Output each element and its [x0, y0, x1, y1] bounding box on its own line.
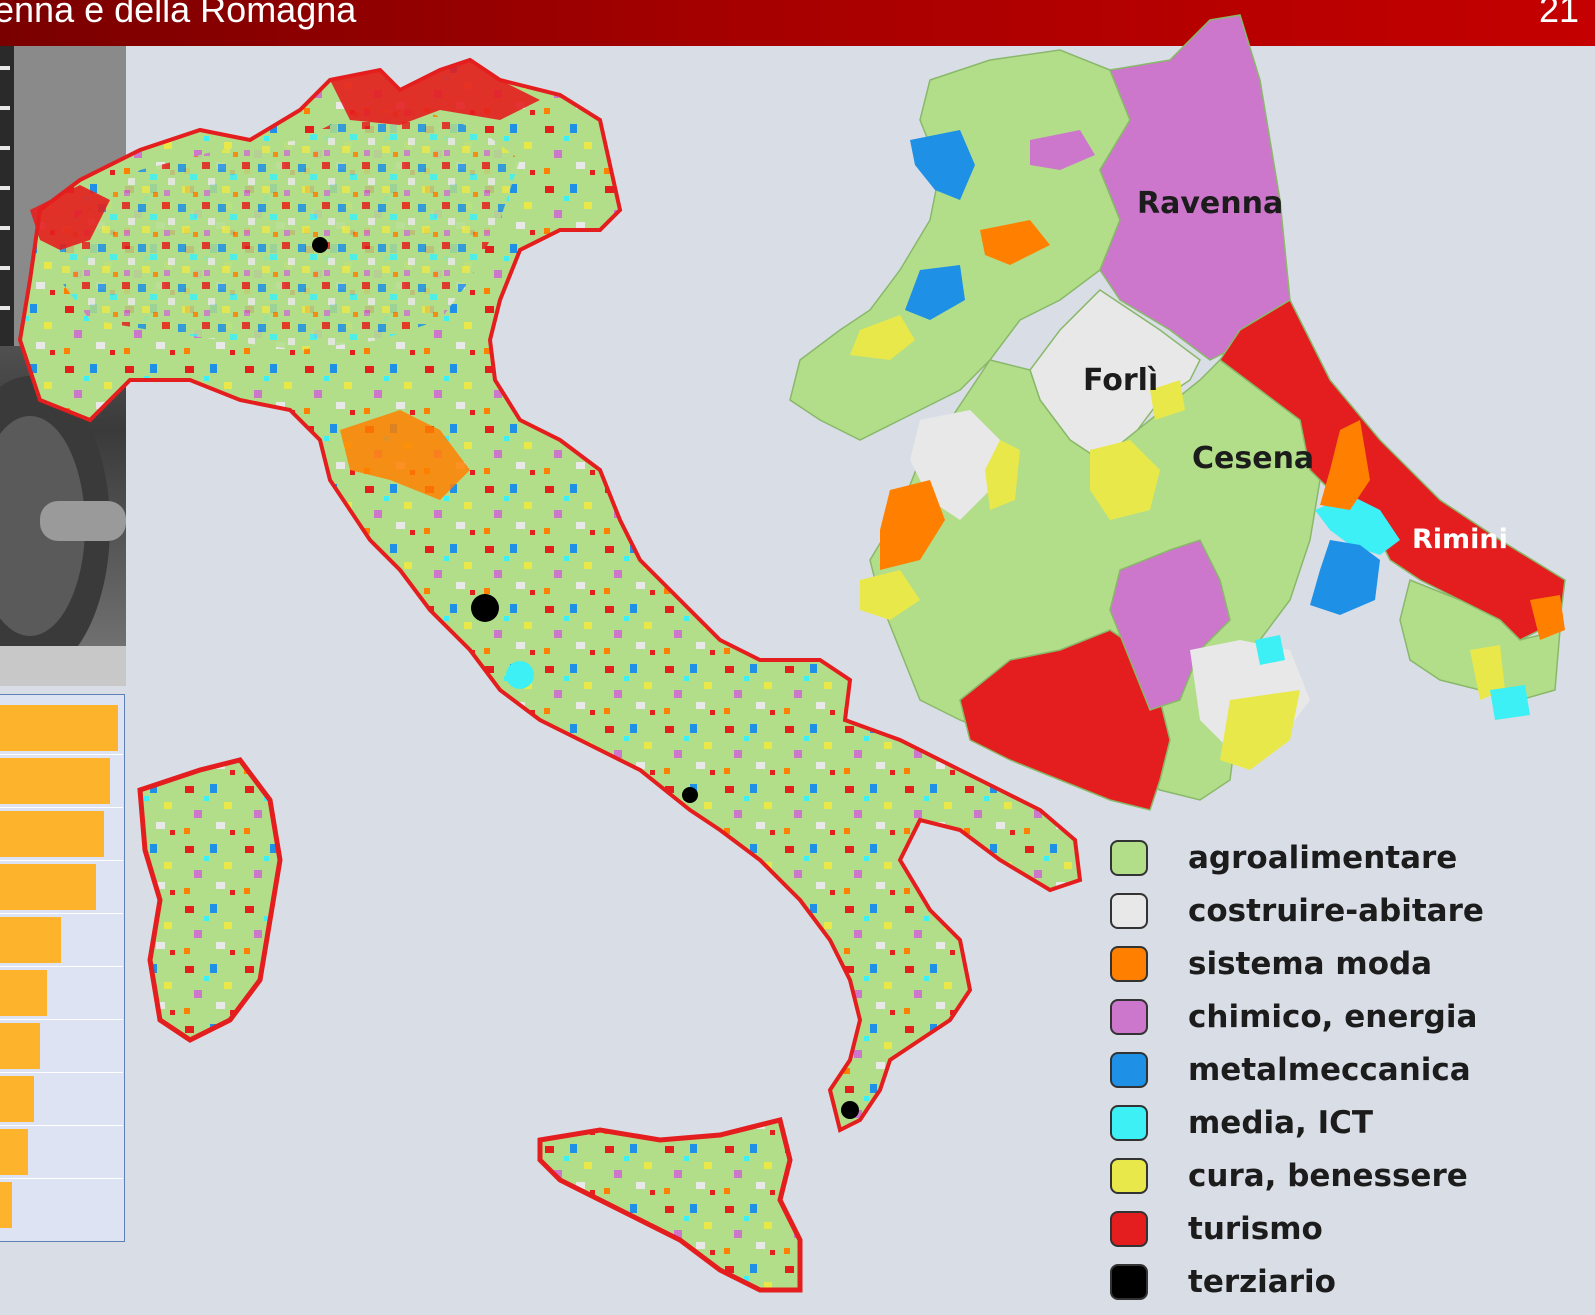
bar-row-divider: [0, 860, 123, 861]
legend-label: sistema moda: [1188, 946, 1433, 982]
legend-label: media, ICT: [1188, 1105, 1374, 1141]
bar: [0, 917, 61, 963]
bar-chart-panel: [0, 694, 125, 1242]
bar: [0, 705, 118, 751]
slide-header: enna e della Romagna 21: [0, 0, 1595, 46]
legend-swatch: [1110, 1158, 1148, 1194]
bar: [0, 864, 96, 910]
legend-swatch: [1110, 1052, 1148, 1088]
legend-swatch: [1110, 1264, 1148, 1300]
city-label-cesena: Cesena: [1192, 441, 1315, 476]
bar: [0, 1076, 34, 1122]
legend-label: chimico, energia: [1188, 999, 1478, 1035]
legend-label: cura, benessere: [1188, 1158, 1468, 1194]
city-label-rimini: Rimini: [1412, 524, 1508, 555]
legend-swatch: [1110, 1105, 1148, 1141]
bar: [0, 970, 47, 1016]
northern-italy-dense: [60, 110, 520, 350]
legend-label: terziario: [1188, 1264, 1336, 1300]
legend-swatch: [1110, 946, 1148, 982]
bar-row-divider: [0, 966, 123, 967]
sardinia: [137, 757, 283, 1043]
legend-swatch: [1110, 840, 1148, 876]
page-number: 21: [1538, 0, 1579, 30]
bar-row-divider: [0, 913, 123, 914]
romagna-inset-map: [789, 14, 1566, 811]
bar: [0, 811, 104, 857]
bar: [0, 1182, 12, 1228]
bar: [0, 1129, 28, 1175]
bar-row-divider: [0, 1072, 123, 1073]
legend-swatch: [1110, 1211, 1148, 1247]
legend-label: costruire-abitare: [1188, 893, 1484, 929]
bar-row-divider: [0, 1178, 123, 1179]
legend-label: metalmeccanica: [1188, 1052, 1471, 1088]
city-label-forli: Forlì: [1083, 363, 1159, 398]
city-label-ravenna: Ravenna: [1137, 186, 1284, 221]
legend-swatch: [1110, 893, 1148, 929]
bar: [0, 758, 110, 804]
legend-label: turismo: [1188, 1211, 1323, 1247]
legend-swatch: [1110, 999, 1148, 1035]
legend-label: agroalimentare: [1188, 840, 1458, 876]
sicily: [537, 1116, 803, 1293]
bar-row-divider: [0, 754, 123, 755]
bar-row-divider: [0, 1125, 123, 1126]
bar-row-divider: [0, 1019, 123, 1020]
bar: [0, 1023, 40, 1069]
slide-title: enna e della Romagna: [0, 0, 357, 30]
bar-row-divider: [0, 807, 123, 808]
